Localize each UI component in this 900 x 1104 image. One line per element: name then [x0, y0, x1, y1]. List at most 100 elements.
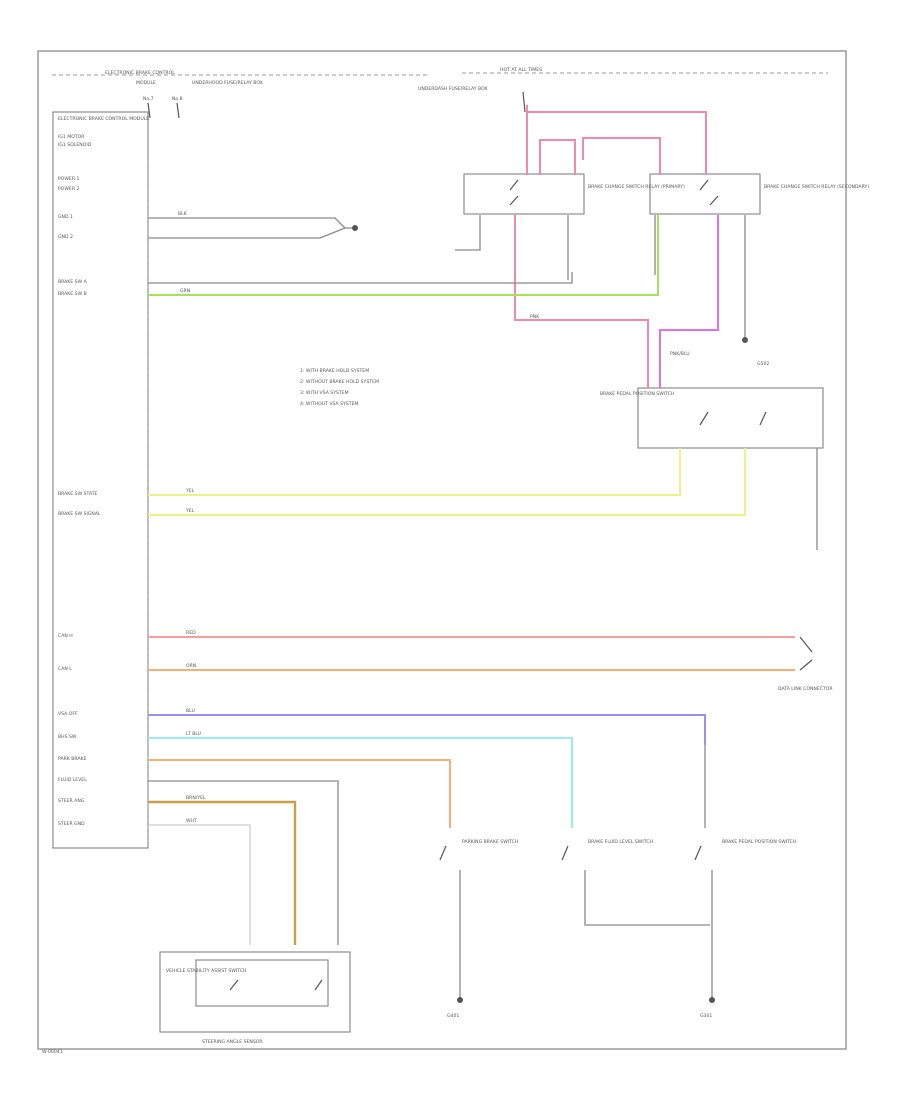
ecu-pin-label: STEER GND: [58, 821, 85, 827]
green-wire-tag: GRN: [180, 288, 190, 294]
switch-symbols: [439, 179, 767, 861]
lower-switch-3-label: BRAKE PEDAL POSITION SWITCH: [722, 839, 796, 845]
brown-wire: [148, 800, 297, 945]
lower-switch-3-contact: [694, 845, 702, 861]
brake-switch-contact-1: [699, 411, 709, 426]
ecu-ground-terminal: [352, 225, 358, 231]
white-wire-tag: WHT: [186, 818, 197, 824]
relay-secondary-box: [649, 173, 761, 215]
relay-primary-label: BRAKE CHANGE SWITCH RELAY (PRIMARY): [588, 184, 685, 190]
ecu-pin-label: GND 1: [58, 214, 73, 220]
ecu-pin-label: GND 2: [58, 234, 73, 240]
fuse-b-label: No.8: [172, 96, 183, 102]
black-wire-tag: BLK: [178, 211, 188, 217]
orange-lower-wire: [148, 759, 451, 828]
orange-wire-tag: ORN: [186, 663, 196, 669]
brake-switch-module-box: [637, 387, 824, 449]
lower-module-box: [159, 951, 351, 1033]
diagram-frame: [37, 50, 847, 1050]
right-connector-wire-2: [799, 659, 813, 671]
lower-module-label: VEHICLE STABILITY ASSIST SWITCH: [166, 968, 247, 974]
ecu-pin-label: BHS SW: [58, 734, 77, 740]
gray-wire-switch-2-3: [584, 870, 710, 926]
ecu-title: ELECTRONIC BRAKE CONTROL MODULE: [58, 116, 149, 122]
gray-wire-relay-a: [455, 215, 481, 251]
wires: [148, 105, 818, 1000]
brake-switch-contact-2: [759, 411, 767, 426]
legend-item: 3: WITH VSA SYSTEM: [300, 390, 349, 396]
ecu-pin-label: POWER 1: [58, 176, 79, 182]
right-connector-label: DATA LINK CONNECTOR: [778, 686, 833, 692]
pink-wire-tag: PNK: [530, 314, 540, 320]
relay-b-contact-1: [699, 179, 709, 191]
ecu-pin-label: STEER ANG: [58, 798, 85, 804]
lower-switch-2-label: BRAKE FLUID LEVEL SWITCH: [588, 839, 653, 845]
cyan-wire: [148, 737, 573, 828]
legend: 1: WITH BRAKE HOLD SYSTEM 2: WITHOUT BRAK…: [300, 368, 379, 407]
fuse-a-wire: [147, 102, 151, 119]
ecu-pin-label: BRAKE SW B: [58, 291, 87, 297]
left-section-subheader: MODULE: [136, 80, 156, 86]
ecu-pin-label: IG1 MOTOR: [58, 134, 85, 140]
blue-wire: [148, 714, 706, 745]
gray-wire-lower-1: [148, 780, 339, 945]
lower-module-contact-2: [314, 979, 323, 991]
pink-wire-to-switch: [514, 215, 649, 388]
yellow-wire-tag-2: YEL: [185, 508, 195, 514]
ground-1-terminal: [457, 997, 463, 1003]
ground-1-label: G401: [447, 1013, 459, 1019]
green-wire: [148, 215, 659, 296]
legend-item: 1: WITH BRAKE HOLD SYSTEM: [300, 368, 369, 374]
fuse-note-label: UNDERHOOD FUSE/RELAY BOX: [192, 80, 263, 86]
magenta-wire: [659, 215, 719, 388]
yellow-wire-1: [148, 448, 681, 496]
lower-module-inner-box: [195, 959, 329, 1007]
magenta-wire-tag: PNK/BLU: [670, 351, 690, 357]
gray-wire-ecu-out-1: [148, 217, 346, 229]
relay-b-contact-2: [709, 195, 719, 206]
pink-wire-relay-a: [539, 139, 576, 175]
ground-2-label: G502: [757, 361, 769, 367]
ground-3-label: G301: [700, 1013, 712, 1019]
yellow-wire-tag: YEL: [185, 488, 195, 494]
legend-item: 4: WITHOUT VSA SYSTEM: [300, 401, 358, 407]
relay-primary-box: [463, 173, 585, 215]
relay-secondary-label: BRAKE CHANGE SWITCH RELAY (SECONDARY): [764, 184, 869, 190]
ecu-pin-label: FLUID LEVEL: [58, 777, 87, 783]
ecu-pin-label: BRAKE SW A: [58, 279, 88, 285]
gray-wire-to-relay: [148, 272, 573, 284]
relay-a-contact-2: [509, 195, 519, 206]
lower-module-contact-1: [229, 979, 239, 991]
ground-3-terminal: [709, 997, 715, 1003]
fuse-a-label: No.7: [143, 96, 154, 102]
gray-wire-ecu-out-2: [148, 227, 355, 239]
cyan-wire-tag: LT BLU: [186, 731, 201, 737]
lower-switch-1-contact: [439, 845, 447, 861]
lower-switch-1-label: PARKING BRAKE SWITCH: [462, 839, 518, 845]
brown-wire-tag: BRN/YEL: [186, 795, 206, 801]
pink-wire-feed: [526, 105, 707, 175]
top-fuse-wire: [522, 91, 526, 113]
lower-switch-2-contact: [561, 845, 569, 861]
legend-item: 2: WITHOUT BRAKE HOLD SYSTEM: [300, 379, 379, 385]
ecu-module-box: [52, 111, 149, 849]
gray-wire-lower-2: [148, 824, 251, 945]
top-ground-terminal: [742, 337, 748, 343]
red-wire-tag: RED: [186, 630, 196, 636]
ground-symbols: [352, 225, 748, 1003]
ecu-pin-label: BRAKE SW SIGNAL: [58, 511, 101, 517]
lower-module-footer: STEERING ANGLE SENSOR: [202, 1039, 263, 1045]
ecu-pin-label: BRAKE SW STATE: [58, 491, 98, 497]
yellow-wire-2: [148, 448, 746, 516]
ecu-pin-label: CAN H: [58, 633, 73, 639]
brake-switch-module-label: BRAKE PEDAL POSITION SWITCH: [600, 391, 674, 397]
ecu-pin-label: PARK BRAKE: [58, 756, 87, 762]
figure-id: W-00041: [42, 1049, 63, 1055]
top-fuse-note: UNDERDASH FUSE/RELAY BOX: [418, 86, 488, 92]
pink-wire-relay-b: [582, 137, 661, 175]
ecu-pin-label: CAN L: [58, 666, 72, 672]
ecu-pin-label: POWER 2: [58, 186, 79, 192]
fuse-b-wire: [176, 102, 180, 119]
